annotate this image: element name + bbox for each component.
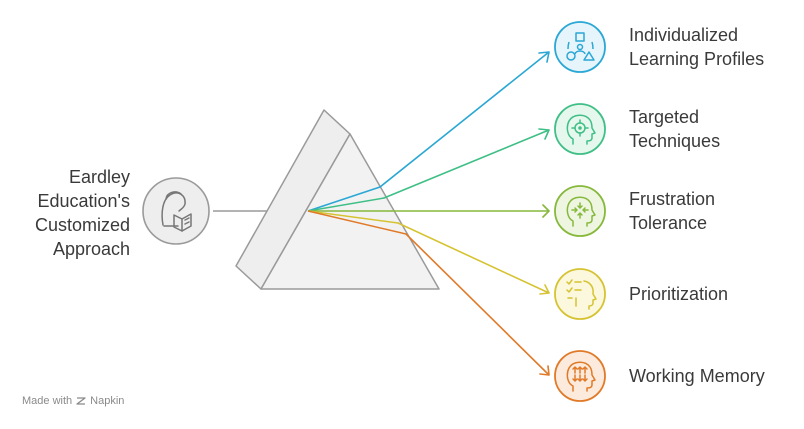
output-icon-blue (554, 21, 606, 73)
ray-yellow (397, 222, 550, 295)
head-arrows-inward-icon (566, 196, 596, 227)
output-label-individualized-learning-profiles: Individualized Learning Profiles (629, 23, 764, 71)
output-label-working-memory: Working Memory (629, 364, 765, 388)
output-label-line: Prioritization (629, 284, 729, 304)
source-title-line: Customized (34, 215, 130, 235)
output-label-line: Targeted (629, 107, 700, 127)
source-icon-circle (142, 177, 210, 245)
napkin-logo-icon (76, 397, 86, 405)
source-title-line: Eardley (68, 167, 130, 187)
output-label-line: Working Memory (629, 366, 765, 386)
output-label-targeted-techniques: Targeted Techniques (629, 105, 720, 153)
output-icon-green (554, 103, 606, 155)
output-label-line: Learning Profiles (629, 49, 765, 69)
ray-blue (379, 51, 550, 188)
made-with-napkin-footer: Made with Napkin (22, 395, 124, 407)
person-reading-book-icon (161, 191, 192, 232)
output-label-frustration-tolerance: Frustration Tolerance (629, 187, 715, 235)
ray-orange (405, 233, 550, 376)
prism (235, 109, 440, 290)
output-label-line: Frustration (629, 189, 716, 209)
output-label-prioritization: Prioritization (629, 282, 728, 306)
source-title: Eardley Education's Customized Approach (35, 165, 130, 261)
output-icon-orange (554, 350, 606, 402)
source-title-line: Education's (37, 191, 131, 211)
output-rays (379, 51, 550, 376)
output-label-line: Individualized (629, 25, 739, 45)
made-with-text: Made with (22, 395, 73, 407)
output-label-line: Tolerance (629, 213, 708, 233)
head-brain-arrows-icon (566, 361, 596, 392)
source-title-line: Approach (52, 239, 130, 259)
output-icon-olive (554, 185, 606, 237)
profile-shapes-icon (566, 32, 595, 61)
napkin-brand-text: Napkin (90, 395, 125, 407)
output-icon-yellow (554, 268, 606, 320)
checklist-head-icon (566, 279, 597, 310)
output-label-line: Techniques (629, 131, 721, 151)
ray-green (383, 128, 550, 199)
inner-beams (307, 186, 407, 235)
head-target-icon (566, 114, 596, 145)
ray-olive (391, 204, 550, 218)
